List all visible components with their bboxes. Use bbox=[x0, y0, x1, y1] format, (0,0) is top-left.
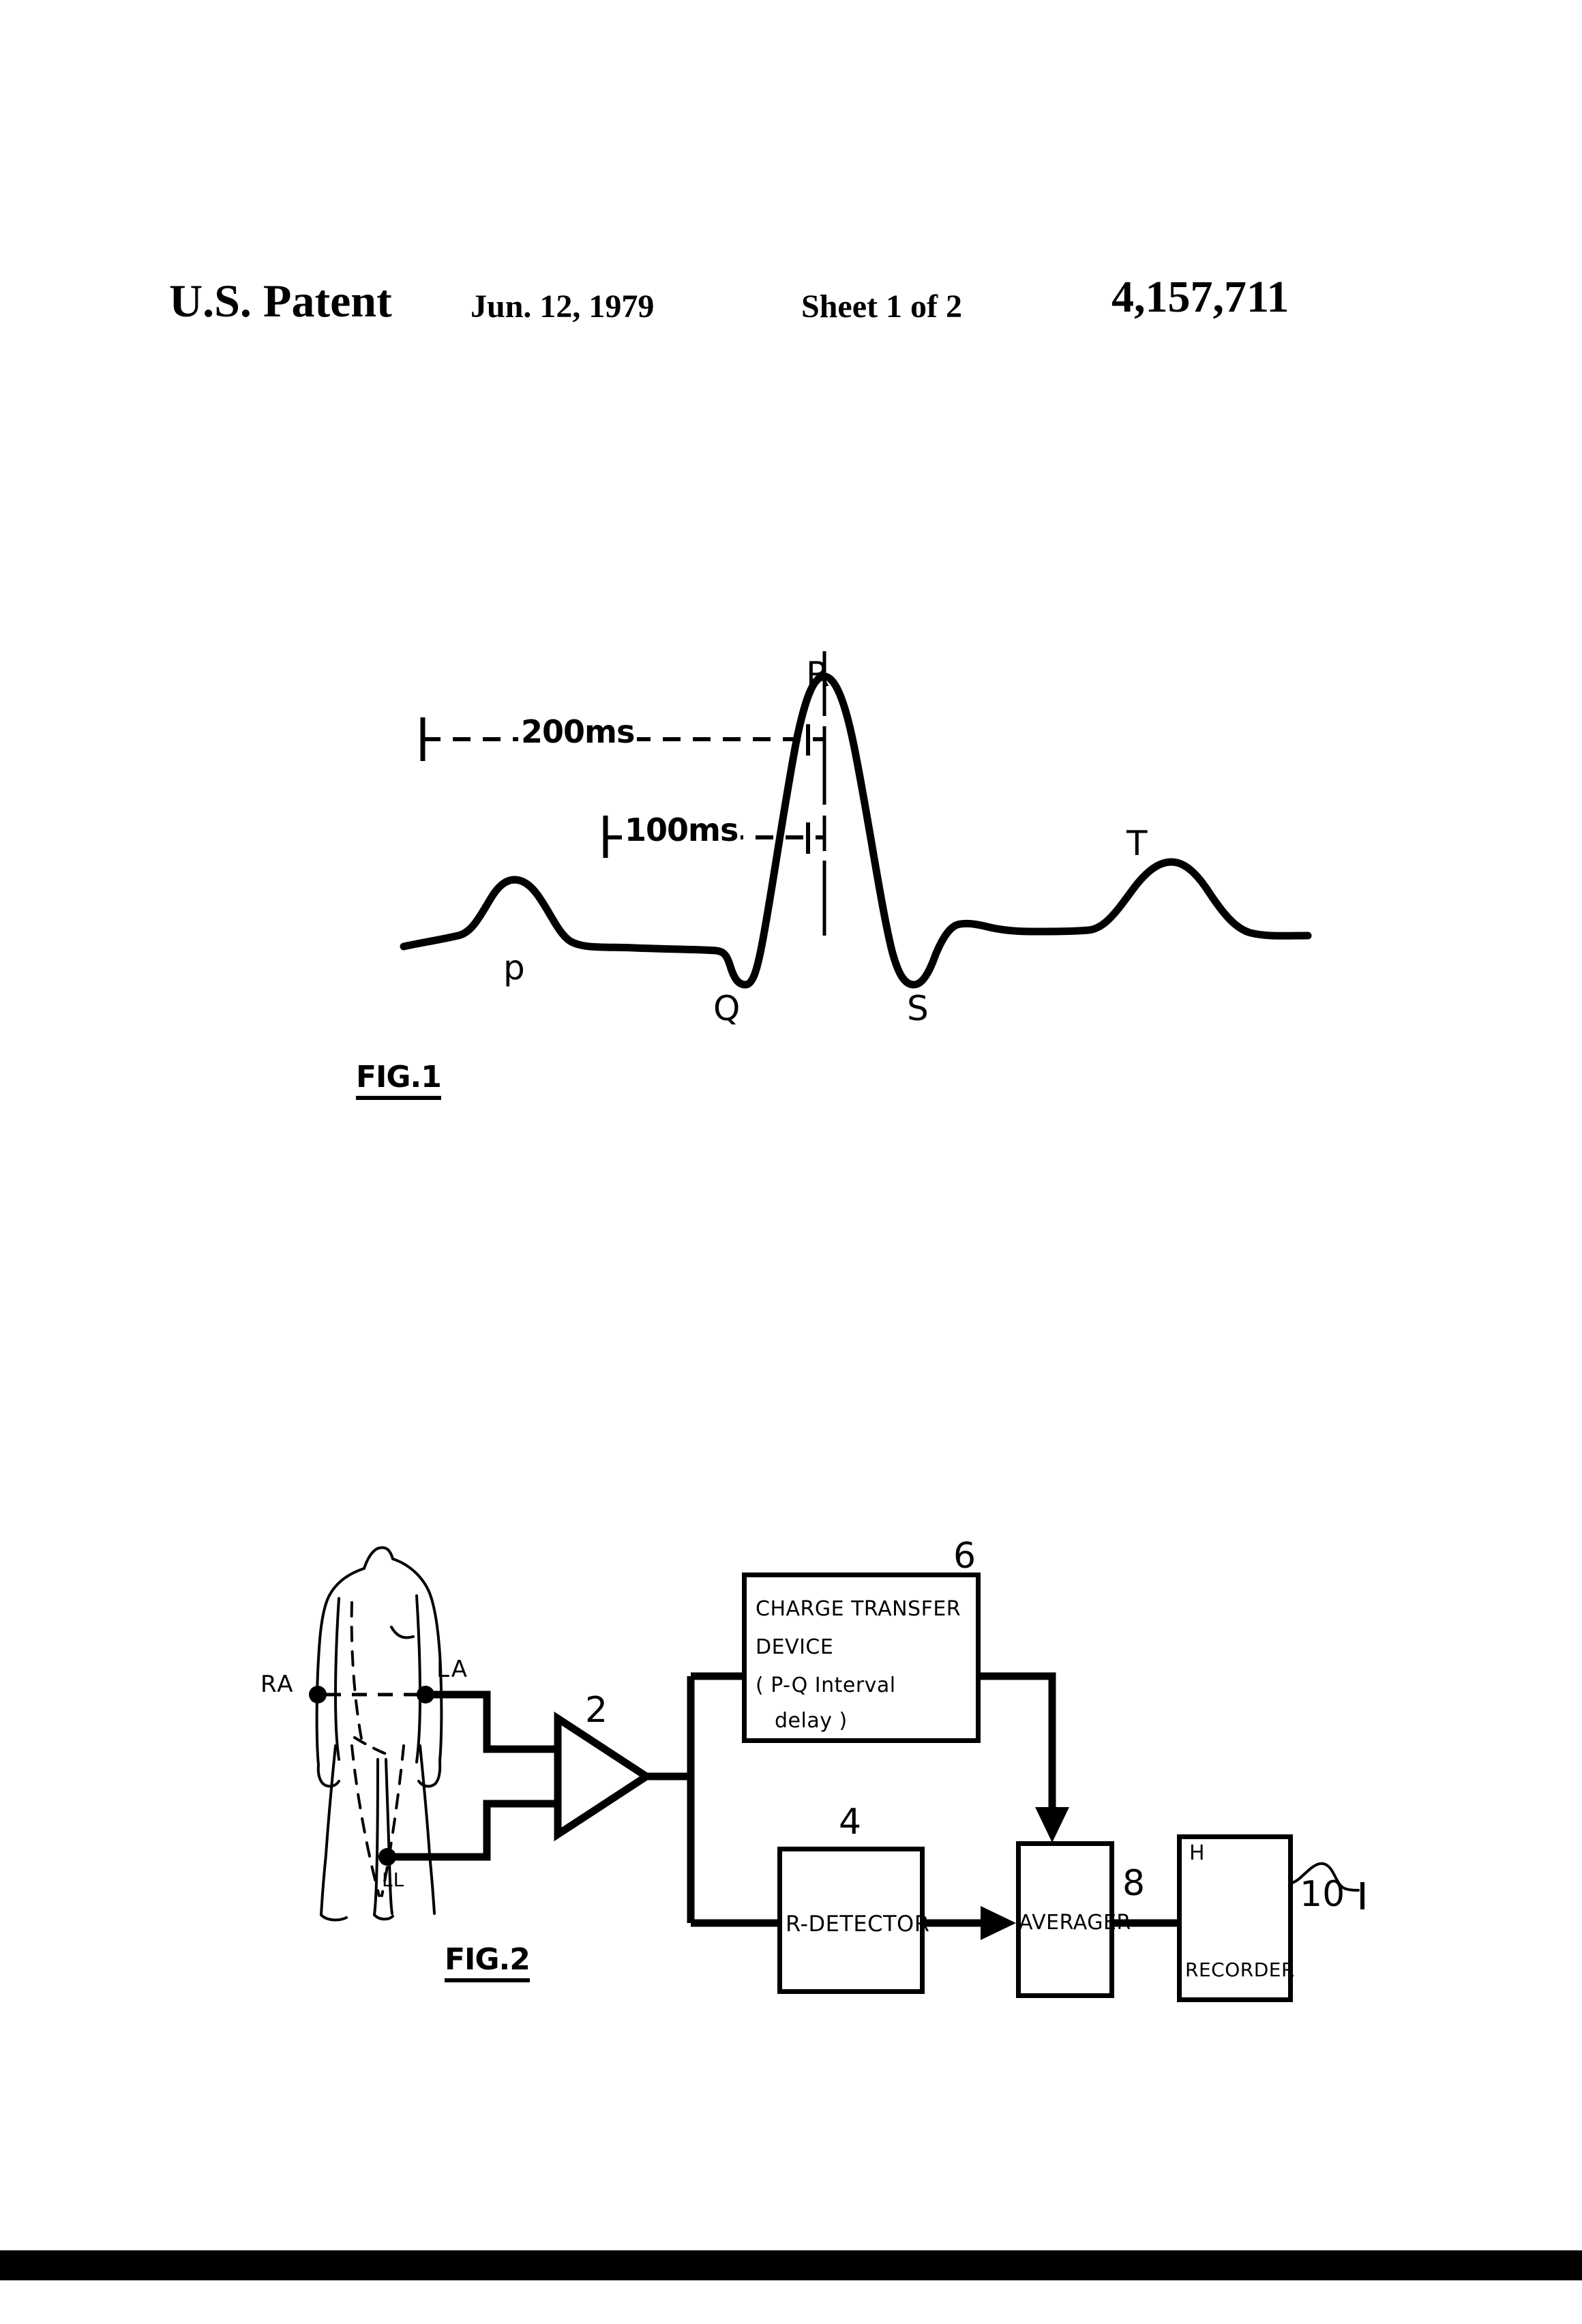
dim-label-200ms: 200ms bbox=[518, 713, 638, 750]
recorder-trace-h-label: H bbox=[1189, 1841, 1205, 1865]
averager-box[interactable] bbox=[1016, 1841, 1114, 1998]
arrowhead-into-averager-left bbox=[981, 1906, 1016, 1940]
r-detector-box[interactable] bbox=[777, 1847, 925, 1994]
s-wave-label: S bbox=[907, 989, 929, 1028]
electrode-label-la: LA bbox=[436, 1656, 468, 1683]
figure2-caption: FIG.2 bbox=[445, 1942, 531, 1982]
patent-number: 4,157,711 bbox=[1111, 272, 1289, 322]
electrode-label-ra: RA bbox=[260, 1671, 295, 1698]
charge-transfer-device-box[interactable] bbox=[742, 1573, 981, 1743]
scan-edge-bar bbox=[0, 2250, 1582, 2280]
r-wave-label: R bbox=[806, 655, 830, 694]
arrowhead-into-averager bbox=[1035, 1807, 1069, 1843]
wire-la-to-amp bbox=[426, 1690, 554, 1753]
patent-header: U.S. Patent Jun. 12, 1979 Sheet 1 of 2 4… bbox=[0, 136, 1582, 327]
patent-date: Jun. 12, 1979 bbox=[471, 288, 655, 325]
averager-ref-number: 8 bbox=[1122, 1863, 1146, 1904]
recorder-label: RECORDER bbox=[1185, 1958, 1295, 1981]
wire-ctd-to-averager bbox=[981, 1672, 1056, 1819]
ctd-line-2: DEVICE bbox=[756, 1635, 834, 1659]
averager-label: AVERAGER bbox=[1019, 1911, 1131, 1935]
amplifier-triangle bbox=[554, 1711, 654, 1842]
amplifier-ref-number: 2 bbox=[585, 1690, 608, 1731]
recorder-ref-number: 10 bbox=[1300, 1874, 1345, 1915]
human-body-outline bbox=[315, 1546, 443, 1922]
figure1-caption: FIG.1 bbox=[356, 1060, 442, 1100]
r-detector-label: R-DETECTOR bbox=[786, 1911, 930, 1937]
sheet-indicator: Sheet 1 of 2 bbox=[801, 288, 962, 325]
p-wave-label: p bbox=[503, 948, 525, 987]
ctd-line-1: CHARGE TRANSFER bbox=[756, 1597, 961, 1621]
ctd-line-3: ( P-Q Interval bbox=[756, 1673, 896, 1697]
electrode-dot-ll bbox=[378, 1848, 396, 1866]
t-wave-label: T bbox=[1126, 824, 1148, 863]
ctd-line-4: delay ) bbox=[775, 1709, 848, 1733]
r-detector-ref-number: 4 bbox=[839, 1802, 862, 1843]
q-wave-label: Q bbox=[713, 989, 741, 1028]
electrode-dot-ra bbox=[309, 1686, 327, 1703]
electrode-label-ll: LL bbox=[382, 1868, 405, 1891]
recorder-box[interactable] bbox=[1177, 1834, 1293, 2002]
ctd-ref-number: 6 bbox=[953, 1536, 976, 1577]
wire-ll-to-amp bbox=[387, 1800, 554, 1861]
dim-label-100ms: 100ms bbox=[622, 811, 741, 848]
electrode-dot-la bbox=[417, 1686, 434, 1703]
patent-office-title: U.S. Patent bbox=[169, 275, 392, 327]
